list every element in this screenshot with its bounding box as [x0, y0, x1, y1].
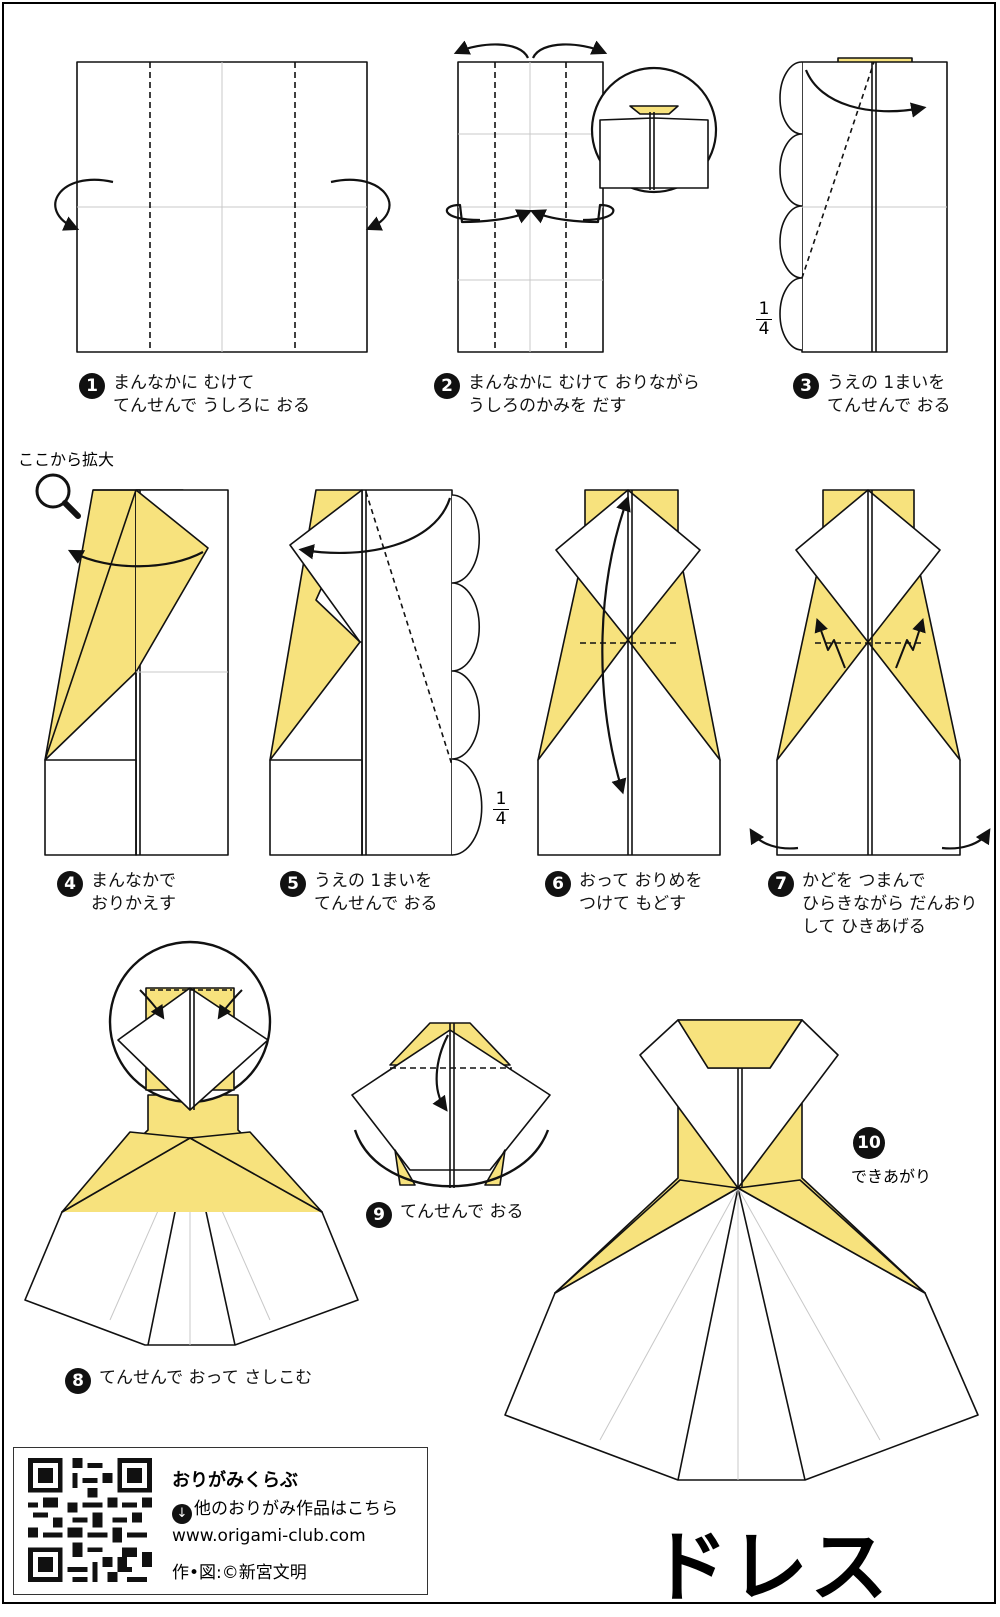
step4-figure — [44, 489, 229, 856]
step-number: 8 — [65, 1368, 91, 1394]
step5-figure — [269, 489, 483, 856]
finished-dress — [504, 1019, 979, 1481]
step-number: 9 — [366, 1202, 392, 1228]
step-number: 1 — [79, 373, 105, 399]
author-credit: 作•図:©新宮文明 — [172, 1563, 307, 1583]
club-name: おりがみくらぶ — [172, 1470, 298, 1491]
step-number: 3 — [793, 373, 819, 399]
step2-figure — [445, 40, 718, 353]
step7-figure — [749, 489, 991, 856]
step-number: 5 — [280, 871, 306, 897]
finished-label: できあがり — [851, 1167, 932, 1186]
other-works-link[interactable]: ↓他のおりがみ作品はこちら — [172, 1494, 398, 1524]
download-arrow-icon: ↓ — [172, 1504, 192, 1524]
site-url-link[interactable]: www.origami-club.com — [172, 1526, 366, 1546]
step-number: 7 — [768, 871, 794, 897]
step9-figure — [351, 1022, 551, 1188]
page-title: ドレス — [650, 1523, 891, 1613]
step8-figure — [24, 940, 359, 1346]
other-works-label: 他のおりがみ作品はこちら — [194, 1499, 398, 1519]
step6-figure — [537, 489, 721, 856]
step-number: 2 — [434, 373, 460, 399]
step-number: 10 — [853, 1127, 885, 1159]
zoom-label: ここから拡大 — [18, 450, 115, 469]
finished-caption: 10 できあがり — [851, 1127, 931, 1187]
step-number: 4 — [57, 871, 83, 897]
step1-figure — [54, 61, 391, 353]
qr-code-icon[interactable] — [28, 1458, 152, 1582]
step3-figure — [779, 57, 948, 353]
magnifier-icon — [35, 473, 81, 519]
step-number: 6 — [545, 871, 571, 897]
credit-box: おりがみくらぶ ↓他のおりがみ作品はこちら www.origami-club.c… — [13, 1447, 428, 1595]
